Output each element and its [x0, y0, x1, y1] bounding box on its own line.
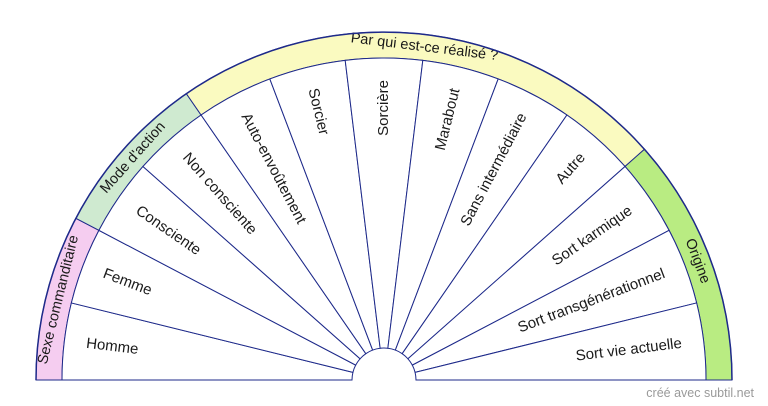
segment-label: Homme — [85, 335, 139, 358]
board-outline — [35, 31, 733, 381]
footer-credit: créé avec subtil.net — [646, 386, 754, 400]
segment-sectors — [61, 57, 707, 381]
group-bands — [35, 31, 733, 381]
segment-label: Sorcière — [375, 80, 392, 136]
outer-arc — [35, 31, 733, 381]
